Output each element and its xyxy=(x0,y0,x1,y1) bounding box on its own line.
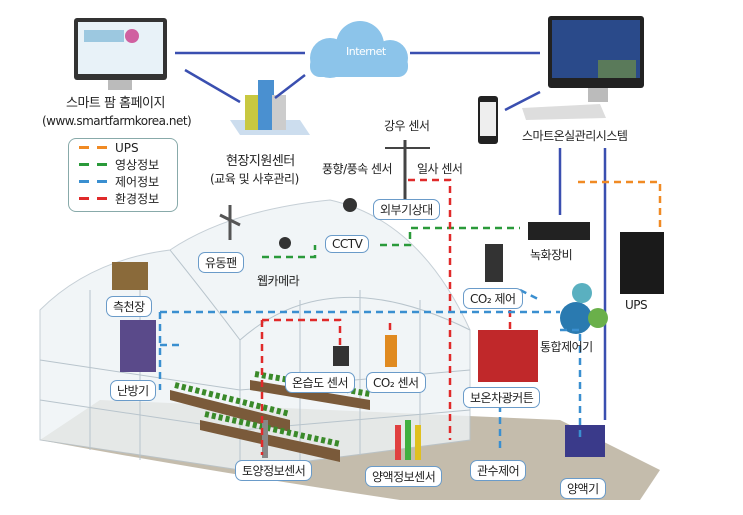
side-roof-label: 측천장 xyxy=(106,296,152,317)
signal-lines xyxy=(158,178,662,455)
legend-item-video: 영상정보 xyxy=(69,156,177,173)
webcam-camera xyxy=(279,237,291,249)
internet-cloud xyxy=(310,21,408,78)
webcam-label: 웹카메라 xyxy=(257,274,300,288)
soil-sensor-label: 토양정보센서 xyxy=(235,460,313,481)
support-center-title: 현장지원센터 xyxy=(226,154,295,169)
legend: UPS 영상정보 제어정보 환경정보 xyxy=(68,138,178,212)
nutrient-supplier-label: 양액기 xyxy=(560,478,606,499)
plant-rows xyxy=(170,371,371,462)
ups-label: UPS xyxy=(625,298,648,312)
management-system-title: 스마트온실관리시스템 xyxy=(522,129,628,143)
temp-humidity-sensor-label: 온습도 센서 xyxy=(285,372,356,393)
integrated-controller-label: 통합제어기 xyxy=(540,340,593,354)
legend-item-control: 제어정보 xyxy=(69,173,177,190)
recorder-label: 녹화장비 xyxy=(530,248,573,262)
integrated-controller-icon xyxy=(560,283,608,334)
irrigation-label: 관수제어 xyxy=(470,460,527,481)
co2-control-label: CO₂ 제어 xyxy=(463,288,523,309)
cctv-label: CCTV xyxy=(325,235,370,253)
homepage-monitor xyxy=(74,18,167,90)
network-links xyxy=(175,51,607,420)
weather-station-label: 외부기상대 xyxy=(373,199,440,220)
recorder-device xyxy=(528,222,590,240)
curtain-device xyxy=(478,330,538,382)
legend-item-environment: 환경정보 xyxy=(69,190,177,207)
legend-swatch xyxy=(79,146,89,149)
legend-item-ups: UPS xyxy=(69,139,177,156)
solar-sensor-label: 일사 센서 xyxy=(417,162,463,176)
rain-sensor-label: 강우 센서 xyxy=(384,119,430,133)
nutrient-sensor-label: 양액정보센서 xyxy=(365,466,443,487)
homepage-title: 스마트 팜 홈페이지 xyxy=(66,96,165,111)
soil-sensor-device xyxy=(262,420,268,458)
heater-device xyxy=(120,320,156,372)
support-center-building xyxy=(230,80,310,135)
wind-sensor-label: 풍향/풍속 센서 xyxy=(322,162,393,176)
fan-device xyxy=(219,205,241,240)
legend-swatch xyxy=(79,180,89,183)
co2-controller-device xyxy=(485,244,503,282)
side-roof-motor xyxy=(112,262,148,290)
legend-swatch xyxy=(79,163,89,166)
legend-swatch xyxy=(79,197,89,200)
curtain-label: 보온차광커튼 xyxy=(463,387,541,408)
nutrient-supplier-device xyxy=(565,425,605,457)
temp-humidity-device xyxy=(333,346,349,366)
heater-label: 난방기 xyxy=(110,380,156,401)
ups-device xyxy=(620,232,664,294)
homepage-url[interactable]: (www.smartfarmkorea.net) xyxy=(42,114,192,128)
weather-station-pole xyxy=(385,140,430,200)
management-monitor xyxy=(478,16,644,144)
co2-sensor-label: CO₂ 센서 xyxy=(366,372,426,393)
support-center-subtitle: (교육 및 사후관리) xyxy=(210,172,299,186)
cctv-camera xyxy=(343,198,357,212)
nutrient-test-tubes xyxy=(395,420,421,460)
internet-label: Internet xyxy=(346,45,386,58)
fan-label: 유동팬 xyxy=(198,252,244,273)
co2-sensor-device xyxy=(385,335,397,367)
